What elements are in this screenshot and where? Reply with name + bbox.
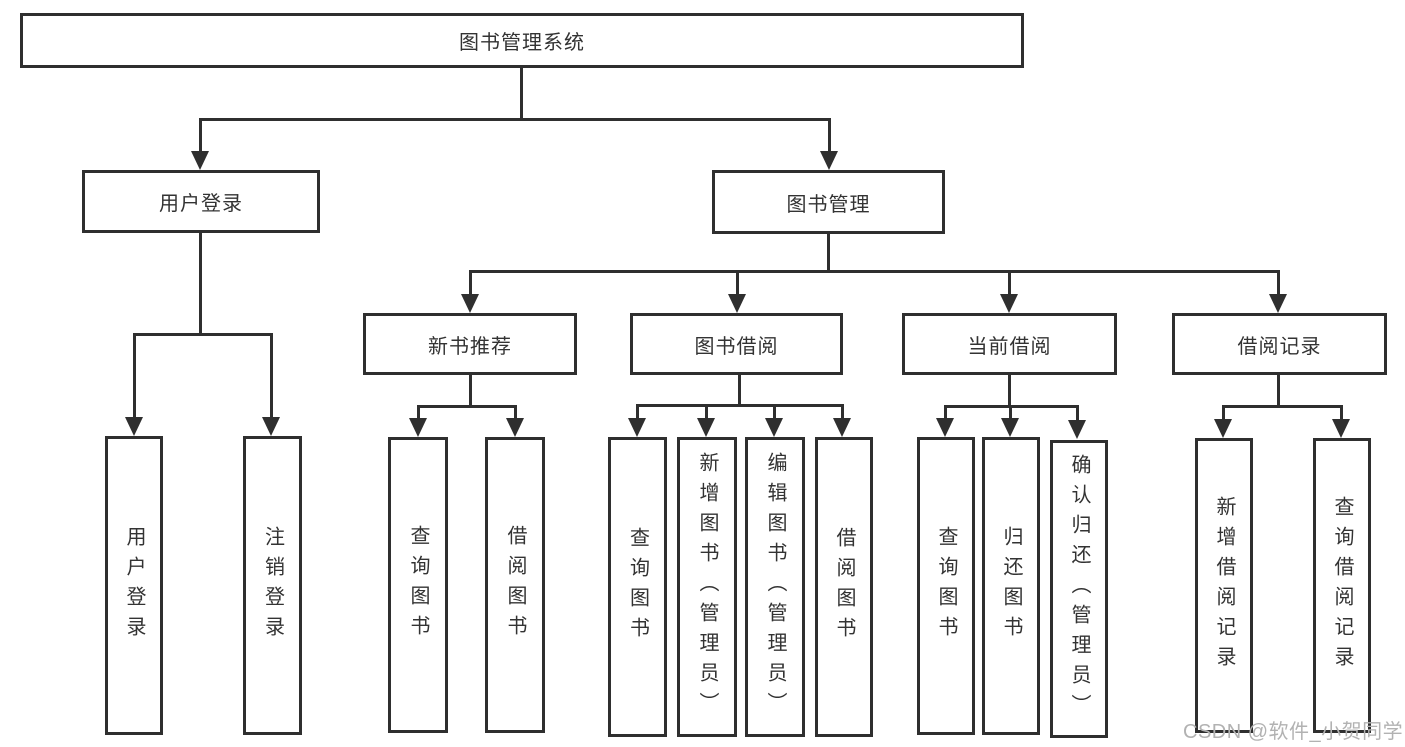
node-leaf-edit-book-admin: 编辑图书（管理员） xyxy=(745,437,805,737)
connector-line xyxy=(841,404,844,421)
connector-line xyxy=(1277,270,1280,296)
connector-line xyxy=(1076,405,1079,421)
arrow-down-icon xyxy=(697,418,715,437)
node-book-management: 图书管理 xyxy=(712,170,945,234)
connector-line xyxy=(469,270,1280,273)
arrow-down-icon xyxy=(728,294,746,313)
connector-line xyxy=(133,333,136,419)
arrow-down-icon xyxy=(1068,420,1086,439)
node-leaf-add-book-admin: 新增图书（管理员） xyxy=(677,437,737,737)
node-leaf-logout: 注销登录 xyxy=(243,436,302,735)
connector-line xyxy=(417,405,517,408)
node-root: 图书管理系统 xyxy=(20,13,1024,68)
arrow-down-icon xyxy=(506,418,524,437)
connector-line xyxy=(828,118,831,156)
node-leaf-add-borrow-record: 新增借阅记录 xyxy=(1195,438,1253,733)
node-leaf-borrow-book-2: 借阅图书 xyxy=(815,437,873,737)
connector-line xyxy=(1008,270,1011,296)
node-leaf-user-login: 用户登录 xyxy=(105,436,163,735)
arrow-down-icon xyxy=(765,418,783,437)
connector-line xyxy=(199,118,202,156)
node-leaf-return-book: 归还图书 xyxy=(982,437,1040,735)
connector-line xyxy=(1009,405,1012,421)
connector-line xyxy=(944,405,947,421)
arrow-down-icon xyxy=(628,418,646,437)
connector-line xyxy=(417,405,420,421)
connector-line xyxy=(133,333,273,336)
arrow-down-icon xyxy=(1214,419,1232,438)
arrow-down-icon xyxy=(1001,418,1019,437)
connector-line xyxy=(1277,375,1280,408)
arrow-down-icon xyxy=(936,418,954,437)
connector-line xyxy=(636,404,639,421)
csdn-watermark: CSDN @软件_小贺同学 xyxy=(1183,721,1404,743)
connector-line xyxy=(736,270,739,296)
arrow-down-icon xyxy=(461,294,479,313)
node-leaf-query-book-3: 查询图书 xyxy=(917,437,975,735)
node-current-borrow: 当前借阅 xyxy=(902,313,1117,375)
arrow-down-icon xyxy=(409,418,427,437)
arrow-down-icon xyxy=(1000,294,1018,313)
arrow-down-icon xyxy=(820,151,838,170)
connector-line xyxy=(636,404,844,407)
node-leaf-borrow-book-1: 借阅图书 xyxy=(485,437,545,733)
connector-line xyxy=(1222,405,1225,421)
connector-line xyxy=(1222,405,1342,408)
connector-line xyxy=(199,118,831,121)
node-leaf-confirm-return-admin: 确认归还（管理员） xyxy=(1050,440,1108,738)
node-book-borrow: 图书借阅 xyxy=(630,313,843,375)
arrow-down-icon xyxy=(1269,294,1287,313)
node-user-login: 用户登录 xyxy=(82,170,320,233)
node-leaf-query-borrow-record: 查询借阅记录 xyxy=(1313,438,1371,733)
connector-line xyxy=(738,375,741,407)
connector-line xyxy=(270,333,273,419)
connector-line xyxy=(520,66,523,121)
arrow-down-icon xyxy=(262,417,280,436)
connector-line xyxy=(705,404,708,421)
arrow-down-icon xyxy=(1332,419,1350,438)
connector-line xyxy=(1008,375,1011,408)
connector-line xyxy=(514,405,517,421)
node-new-book-recommend: 新书推荐 xyxy=(363,313,577,375)
connector-line xyxy=(1340,405,1343,421)
connector-line xyxy=(199,233,202,336)
node-borrow-records: 借阅记录 xyxy=(1172,313,1387,375)
connector-line xyxy=(827,233,830,273)
arrow-down-icon xyxy=(833,418,851,437)
arrow-down-icon xyxy=(191,151,209,170)
node-leaf-query-book-2: 查询图书 xyxy=(608,437,667,737)
connector-line xyxy=(469,375,472,408)
arrow-down-icon xyxy=(125,417,143,436)
connector-line xyxy=(773,404,776,421)
node-leaf-query-book-1: 查询图书 xyxy=(388,437,448,733)
connector-line xyxy=(469,270,472,296)
